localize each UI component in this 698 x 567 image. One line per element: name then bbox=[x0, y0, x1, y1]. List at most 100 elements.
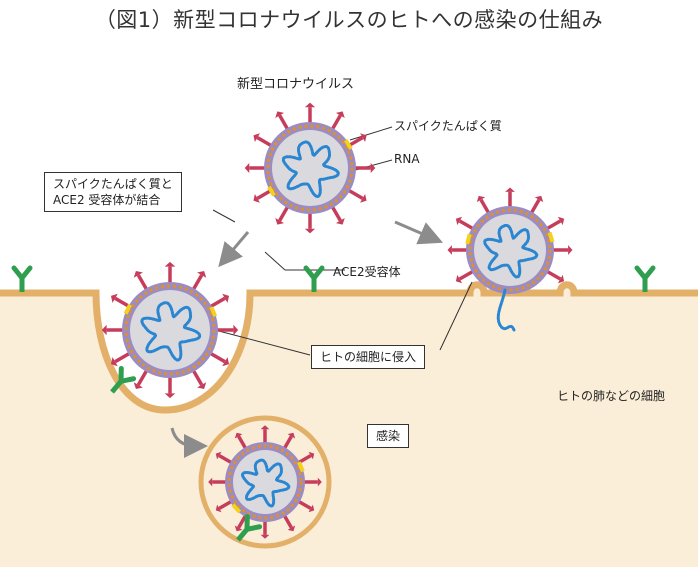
spike-stem bbox=[479, 198, 491, 215]
spike-head bbox=[101, 324, 107, 336]
receptor-layer bbox=[11, 265, 656, 542]
spike-head bbox=[304, 228, 316, 234]
bound-spike-highlight bbox=[297, 461, 305, 473]
envelope-pattern bbox=[468, 208, 552, 292]
virus-infected bbox=[208, 425, 322, 539]
spike-head bbox=[233, 324, 239, 336]
spike-head bbox=[370, 162, 376, 174]
spike-stem bbox=[191, 274, 204, 292]
spike-head bbox=[234, 432, 243, 439]
spike-head bbox=[568, 245, 573, 255]
arrow-to-binding bbox=[218, 231, 250, 268]
spike-stem bbox=[347, 188, 364, 200]
spike-head bbox=[534, 195, 544, 203]
label-infection-box: 感染 bbox=[367, 424, 410, 448]
virus-binding bbox=[101, 261, 239, 399]
envelope-pattern bbox=[124, 284, 216, 376]
spike-stem bbox=[330, 205, 342, 222]
spike-head bbox=[360, 193, 367, 203]
label-lung-cells: ヒトの肺などの細胞 bbox=[557, 389, 666, 403]
spike-stem bbox=[297, 499, 312, 510]
spike-head bbox=[253, 133, 260, 143]
virus-core bbox=[130, 290, 210, 370]
cell-membrane bbox=[0, 281, 698, 414]
label-binding-line2: ACE2 受容体が結合 bbox=[53, 193, 161, 207]
spike-stem bbox=[191, 368, 204, 386]
bound-spike-highlight bbox=[267, 185, 276, 197]
spike-stem bbox=[278, 114, 290, 131]
label-ace2-receptor: ACE2受容体 bbox=[333, 265, 401, 279]
spike-stem bbox=[458, 269, 475, 281]
spike-stem bbox=[330, 114, 342, 131]
spike-stem bbox=[218, 499, 233, 510]
bound-spike-highlight bbox=[344, 139, 353, 150]
spike-head bbox=[133, 382, 143, 390]
spike-head bbox=[110, 293, 118, 303]
spike-stem bbox=[282, 435, 293, 450]
virus-fusing bbox=[447, 187, 573, 332]
spike-head bbox=[253, 193, 260, 203]
spike-head bbox=[335, 218, 345, 225]
label-binding-line1: スパイクたんぱく質と bbox=[53, 177, 173, 191]
spike-stem bbox=[545, 269, 562, 281]
spike-head bbox=[215, 504, 222, 513]
spike-head bbox=[215, 451, 222, 460]
spike-head bbox=[275, 111, 285, 118]
envelope-pattern bbox=[227, 444, 303, 520]
ace2-receptor-endosome bbox=[236, 513, 263, 542]
spike-head bbox=[260, 534, 270, 539]
spike-stem bbox=[114, 351, 132, 364]
spike-head bbox=[164, 393, 176, 399]
label-spike-protein: スパイクたんぱく質 bbox=[394, 119, 502, 133]
spike-head bbox=[317, 477, 322, 487]
viral-rna bbox=[240, 458, 291, 508]
spike-head bbox=[308, 451, 315, 460]
spike-head bbox=[455, 216, 463, 226]
envelope-pattern bbox=[266, 124, 354, 212]
figure-title: （図1）新型コロナウイルスのヒトへの感染の仕組み bbox=[94, 8, 604, 32]
spike-head bbox=[222, 357, 230, 367]
bound-spike-highlight bbox=[123, 303, 132, 315]
virus-core bbox=[272, 130, 348, 206]
spike-head bbox=[455, 274, 463, 284]
virus-layer bbox=[101, 102, 573, 539]
spike-stem bbox=[136, 274, 149, 292]
spike-head bbox=[234, 525, 243, 532]
spike-stem bbox=[278, 205, 290, 222]
viral-rna bbox=[281, 140, 340, 199]
label-virus-name: 新型コロナウイルス bbox=[237, 77, 355, 92]
arrow-to-infection bbox=[170, 427, 208, 458]
ace2-receptor-middle bbox=[303, 265, 325, 292]
label-binding-box: スパイクたんぱく質と ACE2 受容体が結合 bbox=[44, 172, 182, 212]
spike-head bbox=[208, 477, 213, 487]
spike-head bbox=[360, 133, 367, 143]
virus-free bbox=[244, 102, 376, 234]
spike-stem bbox=[237, 435, 248, 450]
ace2-receptor-left bbox=[11, 265, 33, 292]
bound-spike-highlight bbox=[465, 233, 472, 245]
virus-core bbox=[474, 214, 546, 286]
bound-spike-highlight bbox=[547, 231, 555, 243]
spike-stem bbox=[282, 514, 293, 529]
label-invasion-box: ヒトの細胞に侵入 bbox=[311, 345, 426, 369]
viral-rna bbox=[483, 223, 539, 279]
spike-stem bbox=[458, 219, 475, 231]
spike-head bbox=[197, 270, 207, 278]
spike-head bbox=[557, 216, 565, 226]
released-rna bbox=[496, 288, 516, 332]
spike-head bbox=[164, 261, 176, 267]
spike-stem bbox=[237, 514, 248, 529]
spike-head bbox=[275, 218, 285, 225]
spike-head bbox=[110, 357, 118, 367]
spike-stem bbox=[208, 296, 226, 309]
spike-stem bbox=[208, 351, 226, 364]
spike-stem bbox=[545, 219, 562, 231]
spike-head bbox=[244, 162, 250, 174]
spike-stem bbox=[218, 454, 233, 465]
flow-arrows bbox=[170, 220, 444, 458]
bound-spike-highlight bbox=[231, 503, 242, 514]
spike-head bbox=[133, 270, 143, 278]
spike-head bbox=[197, 382, 207, 390]
spike-head bbox=[335, 111, 345, 118]
